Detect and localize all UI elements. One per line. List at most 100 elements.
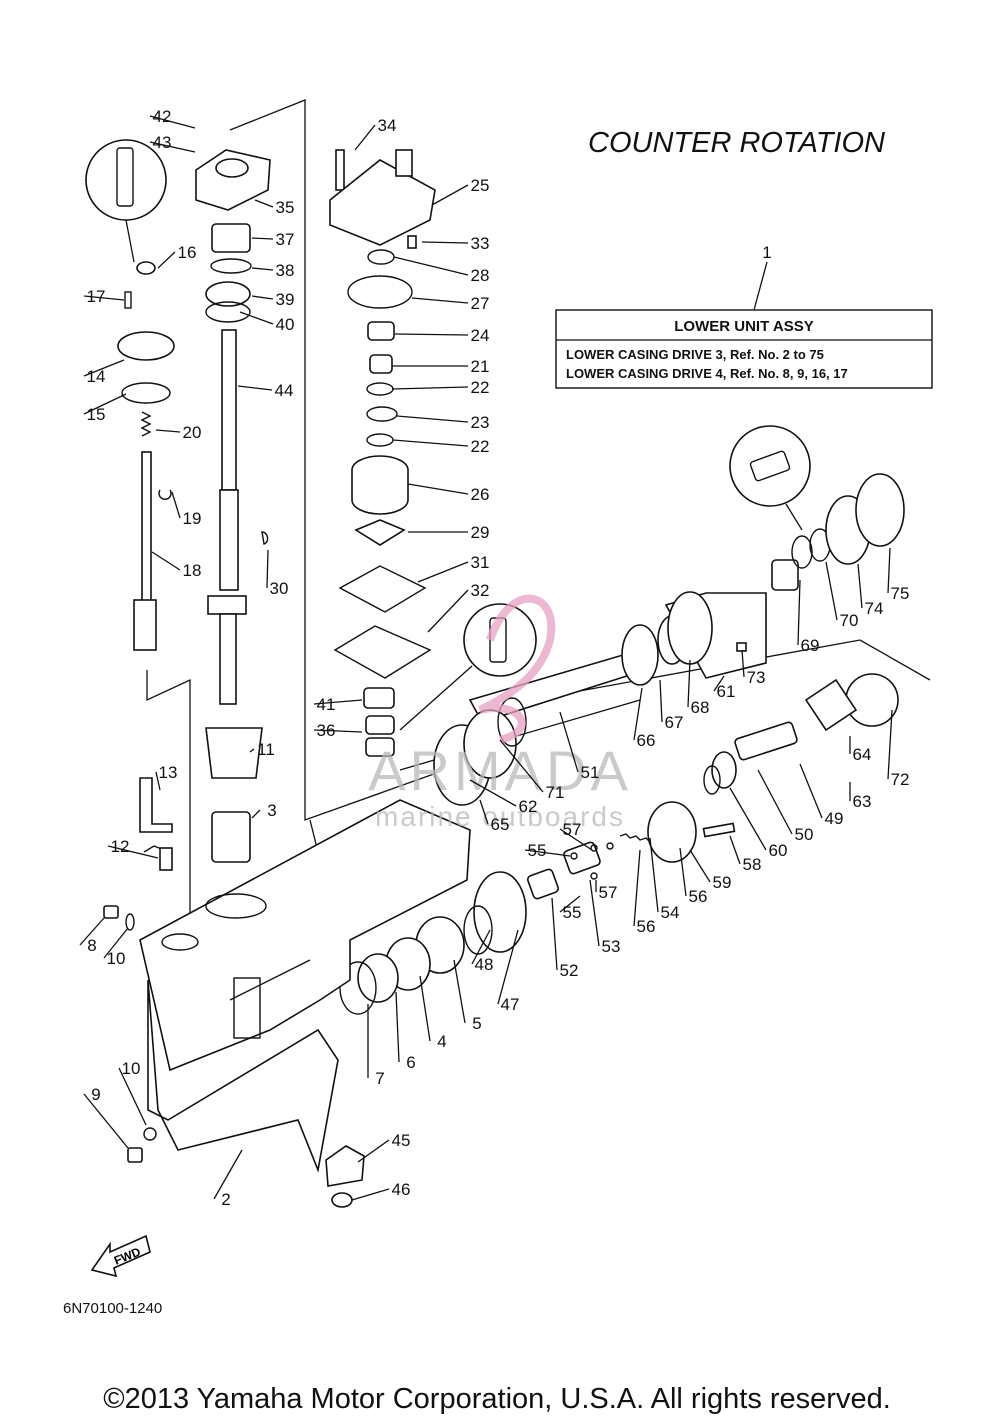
callout-leader-53 (589, 879, 600, 947)
callout-number-43: 43 (153, 133, 172, 152)
callout-leader-14 (83, 359, 125, 377)
callout-15: 15 (83, 393, 127, 424)
callout-leader-15 (83, 393, 127, 415)
callout-number-68: 68 (691, 698, 710, 717)
drive-shaft-parts (195, 149, 271, 863)
callout-labels: 4243353738394044161714152019183034253328… (79, 107, 909, 1209)
callout-56: 56 (679, 847, 708, 906)
diagram-title: COUNTER ROTATION (588, 127, 885, 159)
callout-22: 22 (392, 437, 489, 456)
callout-leader-70 (825, 561, 838, 621)
callout-leader-61 (713, 675, 725, 692)
callout-leader-23 (396, 415, 469, 423)
assembly-line-1: LOWER CASING DRIVE 3, Ref. No. 2 to 75 (566, 347, 824, 362)
callout-number-28: 28 (471, 266, 490, 285)
magnifier-icon-middle (399, 603, 537, 731)
callout-68: 68 (687, 659, 710, 717)
callout-leader-26 (407, 483, 469, 495)
callout-number-57: 57 (563, 820, 582, 839)
callout-number-26: 26 (471, 485, 490, 504)
callout-leader-43 (149, 141, 196, 153)
callout-number-67: 67 (665, 713, 684, 732)
callout-25: 25 (431, 176, 489, 206)
callout-75: 75 (887, 547, 909, 603)
armada-watermark: ARMADA marine outboards (368, 594, 632, 832)
callout-leader-5 (453, 959, 466, 1024)
copyright-notice: ©2013 Yamaha Motor Corporation, U.S.A. A… (103, 1383, 891, 1415)
callout-leader-47 (497, 929, 519, 1005)
callout-34: 34 (354, 116, 396, 151)
callout-leader-38 (251, 267, 274, 271)
callout-number-55: 55 (528, 841, 547, 860)
callout-64: 64 (849, 736, 871, 764)
misc-small-parts (103, 777, 365, 1208)
callout-leader-67 (659, 679, 663, 723)
callout-leader-39 (251, 295, 274, 300)
diagram-code: 6N70100-1240 (63, 1300, 162, 1317)
callout-number-15: 15 (87, 405, 106, 424)
callout-number-46: 46 (392, 1180, 411, 1199)
callout-leader-57 (559, 828, 593, 851)
callout-29: 29 (408, 523, 489, 542)
callout-11: 11 (249, 740, 275, 759)
callout-number-31: 31 (471, 553, 490, 572)
callout-45: 45 (357, 1131, 410, 1163)
callout-number-42: 42 (153, 107, 172, 126)
callout-number-69: 69 (801, 636, 820, 655)
callout-number-39: 39 (276, 290, 295, 309)
callout-62: 62 (469, 779, 537, 816)
callout-leader-32 (427, 589, 469, 633)
callout-48: 48 (471, 929, 493, 974)
callout-number-63: 63 (853, 792, 872, 811)
callout-42: 42 (149, 107, 196, 129)
callout-47: 47 (497, 929, 519, 1014)
callout-number-71: 71 (546, 783, 565, 802)
callout-leader-56 (633, 849, 641, 927)
callout-number-50: 50 (795, 825, 814, 844)
callout-leader-19 (171, 491, 181, 519)
callout-5: 5 (453, 959, 482, 1033)
callout-leader-55 (559, 895, 581, 913)
callout-2: 2 (213, 1149, 243, 1209)
callout-leader-2 (213, 1149, 243, 1200)
callout-leader-40 (239, 311, 274, 325)
callout-number-10: 10 (107, 949, 126, 968)
callout-leader-35 (254, 199, 274, 208)
callout-number-27: 27 (471, 294, 490, 313)
callout-27: 27 (411, 294, 490, 313)
callout-18: 18 (151, 551, 201, 580)
callout-leader-25 (431, 184, 469, 206)
callout-14: 14 (83, 359, 125, 386)
callout-number-38: 38 (276, 261, 295, 280)
forward-gear-parts (339, 871, 527, 1015)
callout-leader-13 (155, 771, 161, 791)
callout-number-56: 56 (689, 887, 708, 906)
callout-leader-24 (394, 333, 469, 336)
callout-leader-11 (249, 748, 255, 753)
callout-leader-52 (551, 897, 558, 971)
callout-number-19: 19 (183, 509, 202, 528)
callout-61: 61 (713, 675, 735, 701)
callout-74: 74 (857, 563, 883, 618)
callout-66: 66 (633, 687, 655, 750)
callout-number-20: 20 (183, 423, 202, 442)
callout-leader-46 (351, 1188, 390, 1201)
callout-number-8: 8 (87, 936, 96, 955)
callout-number-52: 52 (560, 961, 579, 980)
callout-number-23: 23 (471, 413, 490, 432)
callout-13: 13 (155, 763, 177, 791)
callout-31: 31 (417, 553, 490, 583)
callout-39: 39 (251, 290, 295, 309)
watermark-brand: ARMADA (368, 739, 632, 802)
callout-number-73: 73 (747, 668, 766, 687)
callout-8: 8 (79, 917, 105, 955)
callout-leader-36 (313, 729, 363, 733)
callout-59: 59 (689, 849, 731, 892)
callout-50: 50 (757, 769, 814, 844)
callout-leader-30 (266, 549, 269, 589)
callout-10: 10 (103, 927, 129, 968)
callout-leader-54 (649, 837, 659, 913)
callout-56: 56 (633, 849, 655, 936)
